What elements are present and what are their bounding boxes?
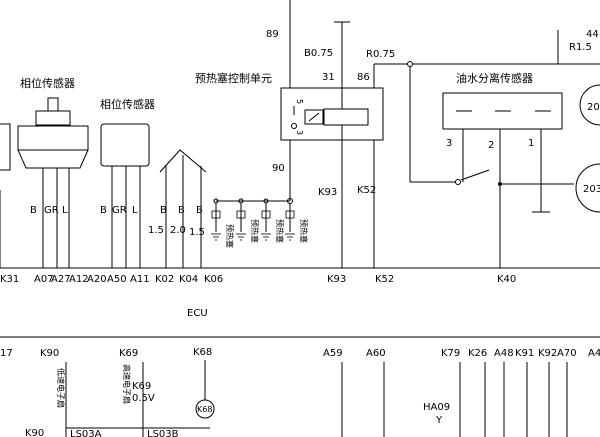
indicator-20-label: 20 [587,102,600,113]
wire-k52-label: K52 [357,185,376,196]
pin-17: 17 [0,348,13,359]
preheat-unit-label: 预热塞控制单元 [195,71,272,85]
pin-a20: A20 [87,274,107,285]
pin-k04: K04 [179,274,198,285]
wire-90: 90 [272,163,285,174]
preheat-control-unit: 预热塞控制单元 5 3 89 B0.75 31 R0.75 86 90 K93 … [195,0,395,268]
glow-plug-bank: 预热塞 预热塞 预热塞 预热塞 [211,198,309,248]
pin-a48: A48 [494,348,514,359]
pin-a4: A4 [588,348,600,359]
wire-r15: R1.5 [569,42,592,53]
ws-pin-2: 2 [488,140,494,151]
pin-k26: K26 [468,348,487,359]
high-fan-label: 高速电子扇 [122,364,132,404]
ws-pin-3: 3 [446,138,452,149]
pin-k52: K52 [375,274,394,285]
k69-sub: K69 [132,381,151,392]
indicator-203 [575,163,600,213]
wire-86: 86 [357,72,370,83]
glow-plug-4-label: 预热塞 [299,219,309,243]
triangle-sensor: B B B 1.5 2.0 1.5 [148,149,207,268]
pin-k93: K93 [327,274,346,285]
pin-k92: K92 [538,348,557,359]
glow-plug-3-label: 预热塞 [275,219,285,243]
pin-a11: A11 [130,274,150,285]
ls03b-label: LS03B [147,429,179,437]
mid-wire-b1: B [160,205,167,216]
low-fan-label: 低速电子扇 [56,368,66,408]
ecu-top-pins: K31 A07 A27 A12 A20 A50 A11 K02 K04 K06 … [0,274,516,285]
y-label: Y [435,415,443,426]
water-sep-label: 油水分离传感器 [456,71,533,85]
phase-sensor-2-label: 相位传感器 [100,97,155,111]
wire-44: 44 [586,29,599,40]
k69-volt: 0.5V [132,393,155,404]
phase-sensor-2: 相位传感器 B GR L [100,97,155,268]
s2-wire-gr: GR [112,205,127,216]
s1-wire-gr: GR [44,205,59,216]
wire-31: 31 [322,72,335,83]
mid-wire-b3: B [196,205,203,216]
s2-wire-l: L [132,205,138,216]
ws-pin-1: 1 [528,138,534,149]
glow-plug-2-label: 预热塞 [250,219,260,243]
s1-wire-b: B [30,205,37,216]
pin-k69: K69 [119,348,138,359]
indicator-203-label: 203 [583,184,600,195]
s1-wire-l: L [62,205,68,216]
indicator-20 [579,84,600,126]
k90-lower: K90 [25,428,44,437]
pin-a07: A07 [34,274,54,285]
wire-r075: R0.75 [366,49,395,60]
mid-size-1: 1.5 [148,225,164,236]
pin-k68: K68 [193,347,212,358]
pin-a50: A50 [107,274,127,285]
pin-k40: K40 [497,274,516,285]
pin-k31: K31 [0,274,19,285]
k68-connector [195,399,215,419]
glow-plug-1-label: 预热塞 [225,224,235,248]
ha09-label: HA09 [423,402,450,413]
pin-k90: K90 [40,348,59,359]
pin-5: 5 [295,99,304,104]
pin-a12: A12 [69,274,89,285]
pin-k02: K02 [155,274,174,285]
water-separator-sensor: 油水分离传感器 3 2 1 [442,71,574,268]
mid-wire-b2: B [178,205,185,216]
k68-circ-label: K68 [197,405,212,414]
mid-size-3: 1.5 [189,227,205,238]
pin-k79: K79 [441,348,460,359]
phase-sensor-1: 相位传感器 B GR L [17,76,89,268]
pin-a27: A27 [51,274,71,285]
wire-b075: B0.75 [304,48,333,59]
pin-a60: A60 [366,348,386,359]
phase-sensor-1-label: 相位传感器 [20,76,75,90]
wire-k93-label: K93 [318,187,337,198]
pin-3: 3 [295,130,304,135]
pin-k06: K06 [204,274,223,285]
ecu-label: ECU [187,308,208,319]
pin-a70: A70 [557,348,577,359]
ls03a-label: LS03A [70,429,102,437]
pin-a59: A59 [323,348,343,359]
pin-k91: K91 [515,348,534,359]
ecu-lower-pins: 17 K90 K69 K68 A59 A60 K79 K26 A48 K91 K… [0,347,600,359]
wire-89: 89 [266,29,279,40]
s2-wire-b: B [100,205,107,216]
mid-size-2: 2.0 [170,225,186,236]
